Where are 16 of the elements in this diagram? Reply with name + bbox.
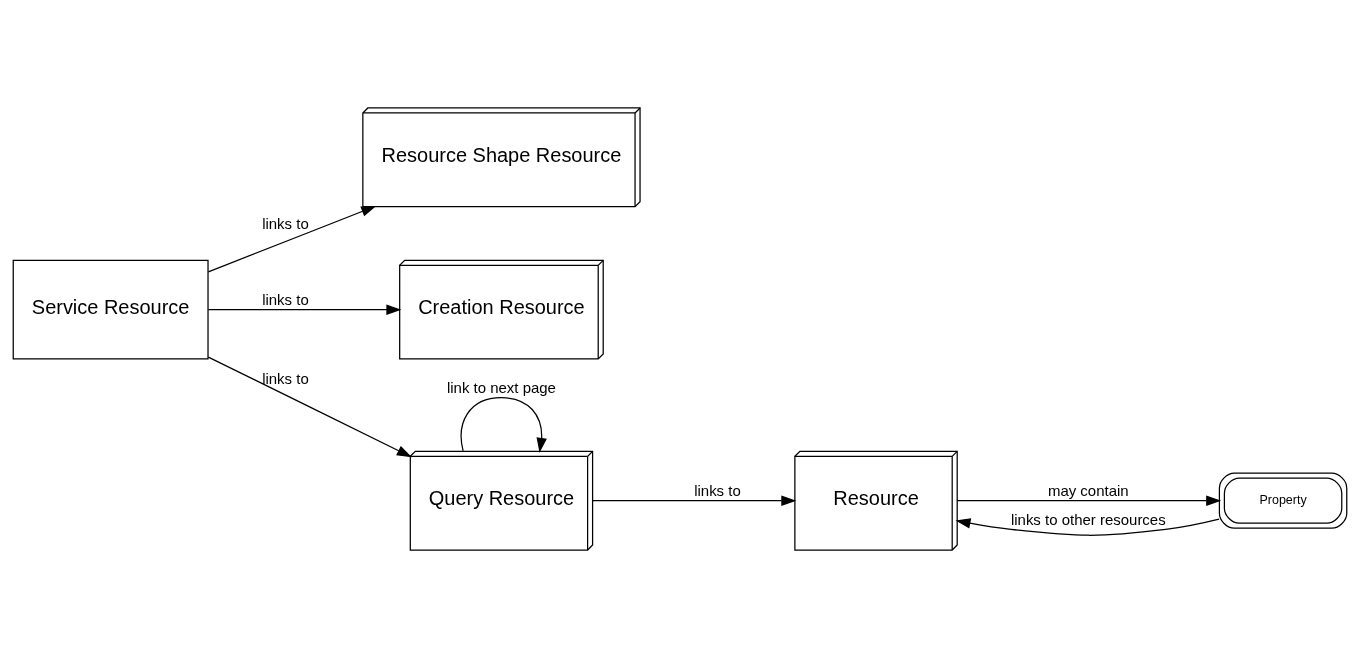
edge-label: links to other resources <box>1010 511 1166 529</box>
edge-label: may contain <box>1047 482 1129 500</box>
edge-label: links to <box>262 215 309 233</box>
arrow <box>460 397 547 453</box>
arrow <box>207 356 412 458</box>
node-box: Service Resource <box>12 259 209 360</box>
arrow <box>956 495 1222 506</box>
edge-label: links to <box>694 482 741 500</box>
arrow <box>592 495 797 506</box>
arrow <box>955 518 1220 536</box>
edge-label: links to <box>262 370 309 388</box>
edge-label: links to <box>262 291 309 309</box>
arrow <box>207 205 377 273</box>
arrow <box>207 304 402 315</box>
node-box: Property <box>1218 472 1348 529</box>
edge-label: link to next page <box>446 379 556 397</box>
